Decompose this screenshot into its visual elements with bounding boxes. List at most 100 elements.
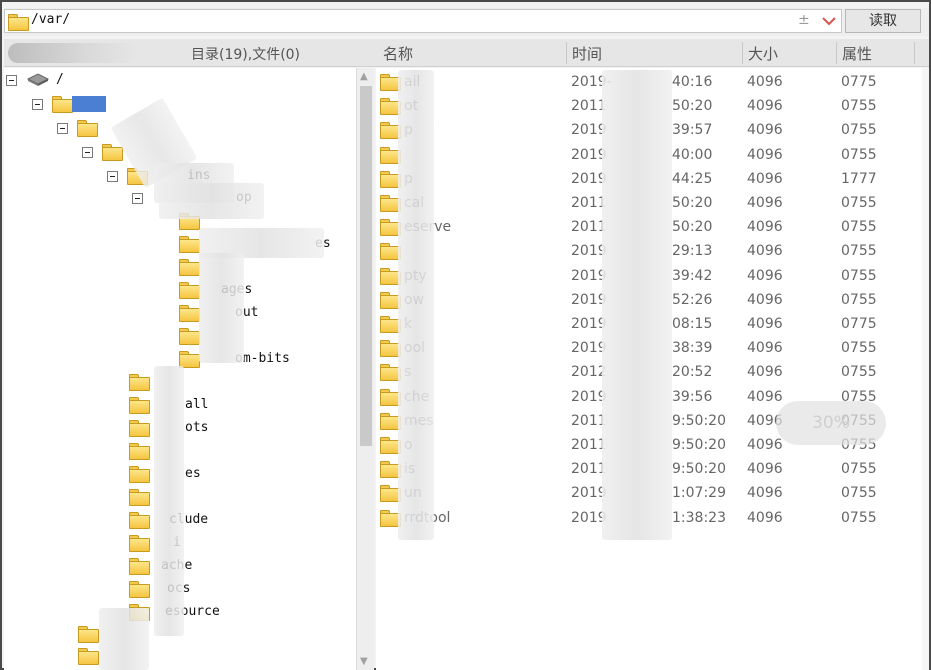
file-time: 2019 — [571, 170, 607, 187]
file-time: 2019- — [571, 74, 612, 90]
tree-node[interactable] — [78, 646, 118, 668]
file-time: 2011 — [571, 437, 607, 453]
folder-icon — [380, 243, 401, 261]
file-perm: 0775 — [841, 74, 877, 90]
tree-node[interactable]: om-bits — [179, 349, 339, 371]
file-size: 4096 — [747, 316, 783, 332]
column-divider[interactable] — [742, 42, 743, 64]
redacted-blur — [398, 70, 434, 540]
folder-icon — [77, 120, 98, 137]
chevron-down-icon[interactable] — [820, 12, 838, 30]
column-header-name[interactable]: 名称 — [383, 45, 414, 63]
tree-scrollbar[interactable]: ▲ ▼ — [356, 68, 374, 670]
tree-node[interactable]: ots — [129, 418, 249, 440]
column-header-perm[interactable]: 属性 — [842, 45, 873, 63]
file-time: 2011 — [571, 412, 607, 429]
file-time-tail: 9:50:20 — [672, 461, 726, 478]
file-time-tail: 39:57 — [672, 122, 713, 139]
tree-node[interactable] — [129, 372, 169, 394]
file-size: 4096 — [747, 219, 783, 236]
tree-node-root[interactable]: / — [6, 70, 86, 92]
tree-node[interactable]: es — [129, 464, 249, 486]
tree-node[interactable] — [78, 624, 118, 646]
file-perm: 0755 — [841, 267, 877, 284]
path-input[interactable]: /var/ ± — [4, 9, 842, 33]
folder-icon — [129, 420, 150, 437]
scroll-down-icon[interactable]: ▼ — [360, 656, 368, 667]
column-divider[interactable] — [836, 42, 837, 64]
tree-node[interactable] — [32, 94, 132, 116]
folder-icon — [380, 170, 401, 188]
folder-icon — [380, 219, 401, 237]
file-time-tail: 1:38:23 — [672, 509, 726, 526]
file-size: 4096 — [747, 485, 783, 502]
file-time: 2019 — [571, 243, 607, 260]
list-scrollbar[interactable] — [922, 68, 929, 670]
scroll-up-icon[interactable]: ▲ — [360, 71, 368, 82]
file-time-tail: 39:42 — [672, 267, 713, 284]
collapse-icon[interactable] — [57, 123, 68, 134]
column-header-time[interactable]: 时间 — [572, 45, 603, 63]
folder-icon — [129, 512, 150, 529]
folder-icon — [380, 388, 401, 406]
path-text: /var/ — [31, 12, 71, 27]
folder-icon — [129, 558, 150, 575]
folder-icon — [8, 14, 29, 31]
file-perm: 0755 — [841, 509, 877, 526]
folder-icon — [179, 236, 200, 253]
tree-node[interactable] — [82, 142, 182, 164]
tree-node-label: ots — [185, 420, 209, 435]
collapse-icon[interactable] — [6, 75, 17, 86]
file-time-tail: 9:50:20 — [672, 437, 726, 453]
collapse-icon[interactable] — [82, 147, 93, 158]
folder-icon — [380, 364, 401, 382]
tree-node[interactable] — [129, 441, 169, 463]
file-time-tail: 40:00 — [672, 146, 713, 163]
folder-icon — [179, 282, 200, 299]
file-time: 2011 — [571, 219, 607, 236]
file-perm: 0775 — [841, 316, 877, 332]
tree-node[interactable]: ocs — [129, 579, 249, 601]
read-button[interactable]: 读取 — [845, 9, 921, 33]
tree-node[interactable]: clude — [129, 510, 249, 532]
tree-node-label: all — [185, 397, 209, 412]
redacted-blur — [99, 608, 149, 670]
tree-scroll-thumb[interactable] — [360, 86, 372, 446]
tree-summary: 目录(19),文件(0) — [191, 47, 301, 63]
redacted-blur — [159, 183, 264, 219]
file-size: 4096 — [747, 74, 783, 90]
tree-node[interactable]: i — [129, 533, 249, 555]
folder-icon — [380, 146, 401, 164]
tree-node[interactable] — [129, 487, 169, 509]
tree-node[interactable]: ache — [129, 556, 249, 578]
file-list[interactable]: ail2019-40:1640960775ot201150:2040960755… — [376, 68, 922, 670]
tree-node[interactable] — [57, 118, 157, 140]
tree-node[interactable]: all — [129, 395, 249, 417]
drive-icon — [26, 73, 50, 86]
column-header-size[interactable]: 大小 — [748, 45, 779, 63]
column-divider[interactable] — [566, 42, 567, 64]
column-divider[interactable] — [914, 42, 915, 64]
file-time-tail: 40:16 — [672, 74, 713, 90]
file-time-tail: 50:20 — [672, 98, 713, 115]
address-bar: /var/ ± 读取 — [4, 8, 929, 36]
redacted-blur — [154, 366, 184, 636]
collapse-icon[interactable] — [107, 171, 118, 182]
file-size: 4096 — [747, 461, 783, 478]
directory-tree[interactable]: / ins op es — [4, 68, 356, 670]
collapse-icon[interactable] — [32, 99, 43, 110]
folder-icon — [78, 626, 99, 643]
collapse-icon[interactable] — [132, 193, 143, 204]
folder-icon — [380, 195, 401, 212]
file-perm: 0755 — [841, 122, 877, 139]
file-perm: 0755 — [841, 146, 877, 163]
file-time: 2019 — [571, 267, 607, 284]
plus-minus-icon[interactable]: ± — [798, 12, 810, 28]
